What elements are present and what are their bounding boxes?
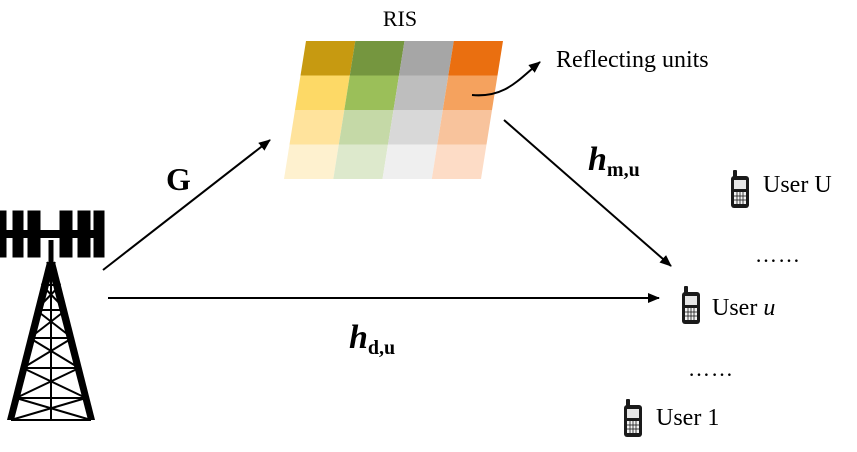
- user-1-label: User 1: [656, 405, 719, 431]
- ris-cell: [382, 144, 438, 179]
- tower-brace: [40, 261, 56, 286]
- tower-brace: [15, 367, 80, 399]
- ris-cell: [289, 110, 345, 145]
- ellipsis-top: ……: [755, 242, 801, 267]
- user-u: User u: [681, 285, 775, 325]
- tower-brace: [46, 261, 62, 286]
- mobile-phone-icon: [730, 169, 750, 209]
- ris-cell: [344, 75, 399, 110]
- ris-cell: [284, 144, 339, 179]
- user-U-label: User U: [763, 172, 832, 198]
- ris-cell: [431, 144, 487, 179]
- ris-cell: [295, 75, 350, 110]
- tower-brace: [15, 397, 92, 421]
- cell-tower-icon: [0, 210, 105, 421]
- tower-brace: [22, 337, 73, 369]
- tower-brace: [35, 284, 61, 311]
- reflecting-units-label: Reflecting units: [556, 47, 709, 73]
- channel-hmu-main: h: [588, 141, 607, 178]
- reflecting-units-arrow: [471, 61, 541, 97]
- ris-cell: [393, 75, 449, 110]
- tower-brace: [41, 284, 67, 311]
- ris-cell: [448, 41, 503, 76]
- user-1: User 1: [623, 398, 719, 438]
- tower-brace: [35, 309, 73, 339]
- tower-brace: [29, 337, 80, 369]
- channel-hdu-main: h: [349, 319, 368, 356]
- user-u-prefix: User: [712, 295, 763, 321]
- tower-brace: [10, 397, 87, 421]
- channel-hdu-label: hd,u: [349, 319, 395, 359]
- user-U: User U: [730, 169, 832, 209]
- ris-cell: [442, 75, 498, 110]
- ris-cell: [349, 41, 405, 76]
- user-u-var: u: [763, 295, 775, 321]
- tower-brace: [22, 367, 87, 399]
- ris-panel: [284, 41, 503, 179]
- channel-hdu-sub: d,u: [368, 337, 395, 359]
- channel-g-label: G: [166, 161, 191, 197]
- antenna-panels-icon: [0, 210, 105, 258]
- ellipsis-bottom: ……: [688, 356, 734, 381]
- ris-cell: [399, 41, 454, 76]
- channel-hmu-arrow: [503, 119, 672, 267]
- mobile-phone-icon: [623, 398, 643, 438]
- ris-cell: [388, 110, 443, 145]
- ris-cell: [338, 110, 394, 145]
- user-u-label: User u: [712, 295, 775, 321]
- ris-cell: [333, 144, 388, 179]
- ris-title: RIS: [383, 6, 417, 31]
- tower-brace: [29, 309, 67, 339]
- mobile-phone-icon: [681, 285, 701, 325]
- ris-cell: [300, 41, 356, 76]
- channel-hmu-label: hm,u: [588, 141, 640, 181]
- channel-hmu-sub: m,u: [607, 159, 640, 181]
- channel-g-arrow: [102, 139, 271, 271]
- ris-cell: [437, 110, 492, 145]
